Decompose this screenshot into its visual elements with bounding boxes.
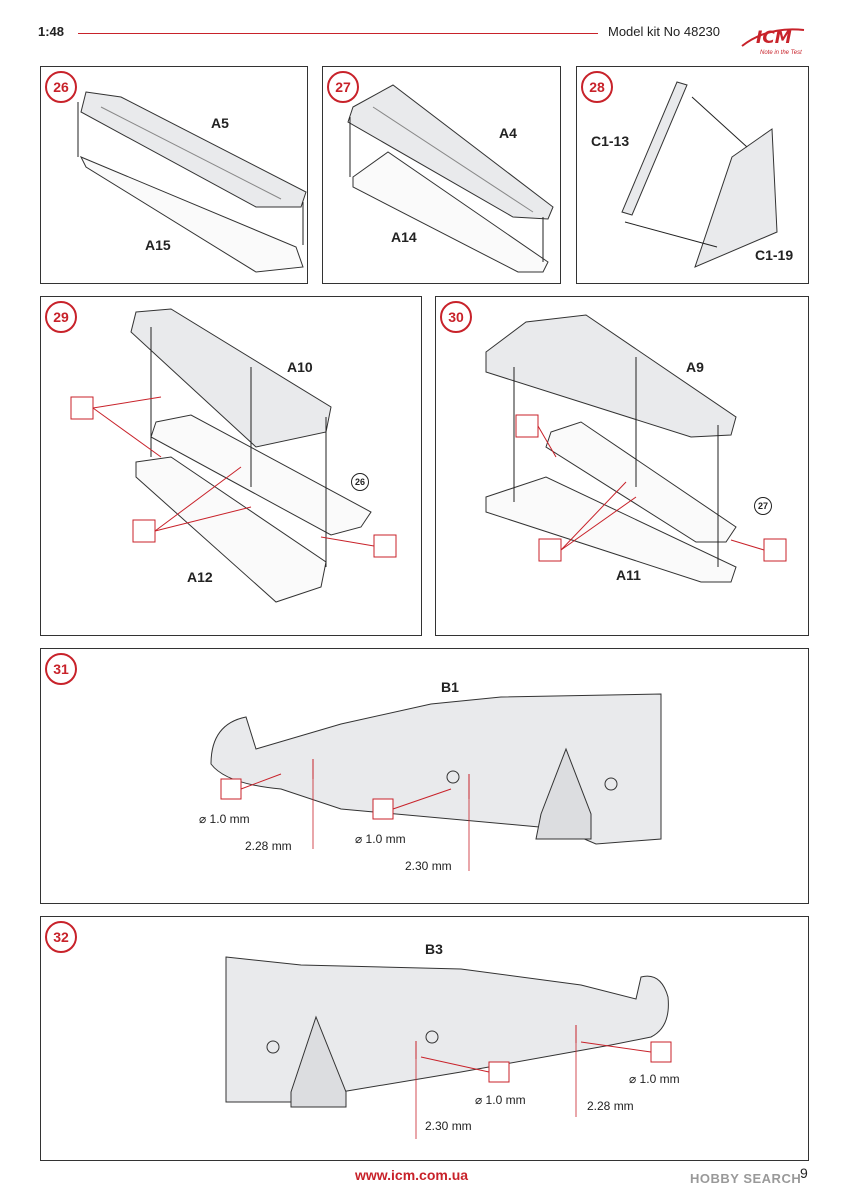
step-ref-27: 27 [754, 497, 772, 515]
watermark: HOBBY SEARCH [690, 1171, 802, 1186]
part-label-a15: A15 [145, 237, 171, 253]
part-label-a4: A4 [499, 125, 517, 141]
step-number-27: 27 [327, 71, 359, 103]
step-27-panel: 27 A4 A14 [322, 66, 561, 284]
step-30-panel: 30 A9 A11 27 [435, 296, 809, 636]
part-label-a14: A14 [391, 229, 417, 245]
step-number-29: 29 [45, 301, 77, 333]
hole-diameter-label: ⌀ 1.0 mm [199, 812, 250, 826]
part-label-a11: A11 [616, 567, 641, 583]
step-32-panel: 32 B3 ⌀ 1.0 mm ⌀ 1.0 mm 2.30 mm 2.28 mm [40, 916, 809, 1161]
step-26-panel: 26 A5 A15 [40, 66, 308, 284]
step-number-28: 28 [581, 71, 613, 103]
step-30-drawing [485, 314, 787, 583]
part-label-c1-13: C1-13 [591, 133, 630, 149]
distance-label: 2.30 mm [405, 859, 452, 873]
part-label-c1-19: C1-19 [755, 247, 794, 263]
part-label-a10: A10 [287, 359, 313, 375]
step-29-panel: 29 A10 A12 26 [40, 296, 422, 636]
step-29-drawing [70, 308, 397, 603]
header-rule [78, 33, 598, 34]
hole-diameter-label: ⌀ 1.0 mm [475, 1093, 526, 1107]
scale-label: 1:48 [38, 24, 65, 39]
website-link[interactable]: www.icm.com.ua [355, 1167, 469, 1183]
step-28-panel: 28 C1-13 C1-19 [576, 66, 809, 284]
page-number: 9 [800, 1165, 808, 1181]
step-28-drawing [621, 81, 778, 268]
distance-label: 2.28 mm [245, 839, 292, 853]
step-ref-26: 26 [351, 473, 369, 491]
step-31-fuselage-drawing [210, 693, 662, 871]
logo-swoosh-icon [741, 28, 805, 47]
part-label-b3: B3 [425, 941, 443, 957]
logo-tagline: Note in the Test [760, 50, 802, 56]
distance-label: 2.28 mm [587, 1099, 634, 1113]
step-number-32: 32 [45, 921, 77, 953]
part-label-a12: A12 [187, 569, 213, 585]
hole-diameter-label: ⌀ 1.0 mm [355, 832, 406, 846]
step-number-30: 30 [440, 301, 472, 333]
part-label-a9: A9 [686, 359, 704, 375]
step-32-fuselage-drawing [225, 956, 672, 1139]
kit-number: Model kit No 48230 [608, 24, 721, 39]
logo-text: ICM [756, 28, 792, 48]
step-26-drawing [77, 91, 307, 273]
icm-logo: ICM Note in the Test [738, 20, 808, 58]
step-number-31: 31 [45, 653, 77, 685]
part-label-a5: A5 [211, 115, 229, 131]
step-27-drawing [347, 84, 554, 273]
part-label-b1: B1 [441, 679, 459, 695]
step-number-26: 26 [45, 71, 77, 103]
step-31-panel: 31 B1 ⌀ 1.0 mm ⌀ 1.0 mm 2.28 mm 2.30 mm [40, 648, 809, 904]
hole-diameter-label: ⌀ 1.0 mm [629, 1072, 680, 1086]
distance-label: 2.30 mm [425, 1119, 472, 1133]
